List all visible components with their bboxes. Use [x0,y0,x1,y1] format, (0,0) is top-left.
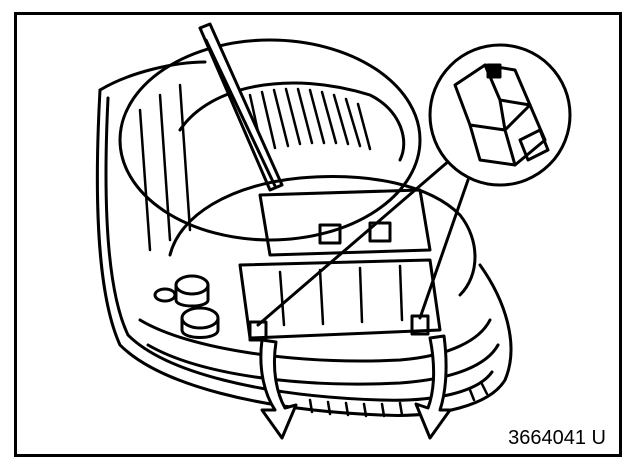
retaining-rod [198,22,284,192]
housing-shell [95,88,513,417]
base-front-edge [138,318,492,363]
rotate-arrow-left [259,338,298,440]
bottom-ring-ticks [308,382,489,418]
detail-latch-closeup [453,63,550,167]
post-2 [180,306,220,330]
upper-bracket [258,188,432,257]
wheel-side-ribs [138,83,192,252]
rotate-arrow-right [414,334,452,440]
blower-wheel-inner [178,81,406,162]
recess [238,258,442,340]
housing-top-edge [98,60,207,92]
blower-vanes [248,87,372,152]
recess-slots [278,264,404,327]
leader-line-right [418,178,470,320]
base-lower-edge [146,343,500,386]
post-1 [174,274,210,296]
leader-line-left [256,158,452,327]
latch-left [248,320,268,342]
bracket-tab-1 [318,223,342,245]
figure-id-label: 3664041 U [508,427,606,449]
blower-wheel [118,38,422,242]
post-3 [153,287,177,303]
motor-base [168,175,477,297]
bracket-tab-2 [368,221,392,243]
